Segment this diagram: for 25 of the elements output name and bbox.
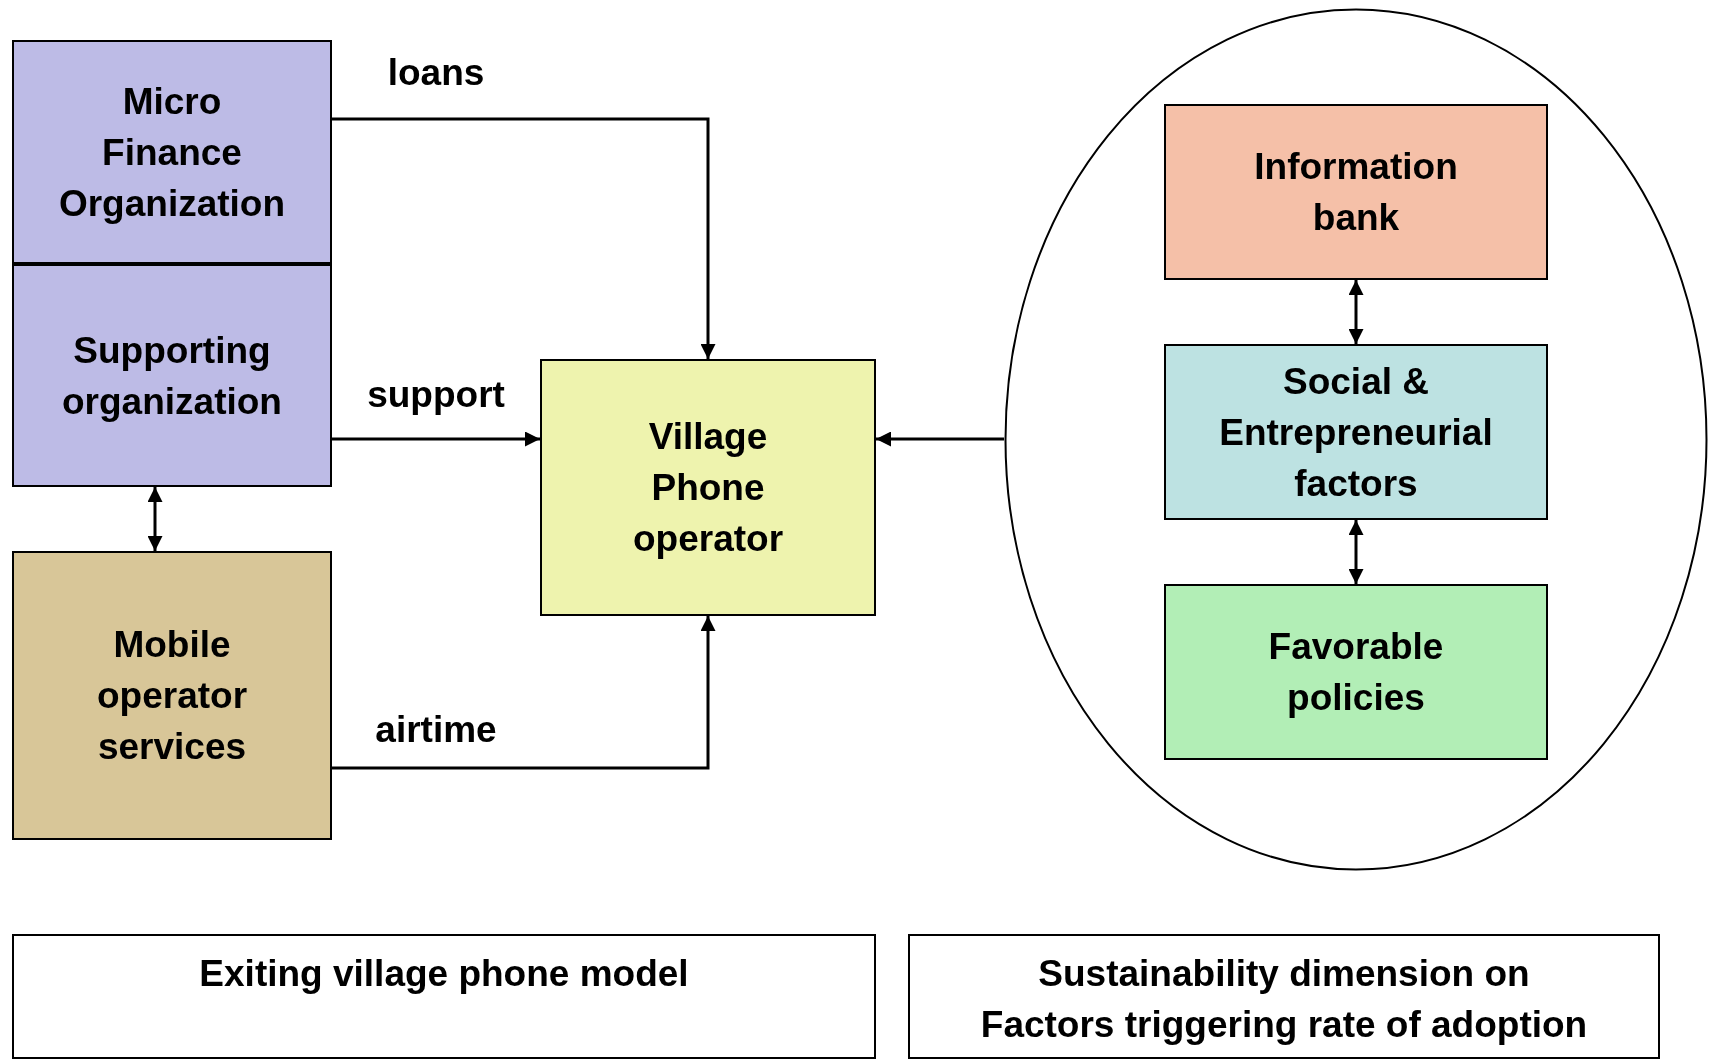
- caption-box: [12, 934, 876, 1059]
- box-label: Mobile operator services: [95, 623, 249, 769]
- box-label: Micro Finance Organization: [57, 79, 287, 226]
- process-box: [12, 40, 332, 264]
- box-label: Social & Entrepreneurial factors: [1218, 359, 1494, 506]
- box-label: Information bank: [1253, 145, 1459, 240]
- arrow: [332, 117, 716, 359]
- arrow: [332, 616, 716, 770]
- caption-text: Exiting village phone model: [199, 952, 689, 996]
- process-box: [540, 359, 876, 616]
- process-box: [12, 551, 332, 840]
- arrow: [1348, 280, 1364, 344]
- caption-box: [908, 934, 1660, 1059]
- process-box: [1164, 584, 1548, 760]
- arrow: [332, 431, 540, 447]
- arrow: [1348, 520, 1364, 584]
- box-label: Village Phone operator: [631, 415, 785, 561]
- process-box: [12, 264, 332, 487]
- arrow: [876, 431, 1004, 447]
- box-label: Favorable policies: [1267, 625, 1445, 720]
- arrow: [147, 487, 163, 551]
- process-box: [1164, 104, 1548, 280]
- process-box: [1164, 344, 1548, 520]
- caption-text: Sustainability dimension on Factors triggering rate of adoption: [979, 952, 1589, 1047]
- box-label: Supporting organization: [61, 328, 283, 424]
